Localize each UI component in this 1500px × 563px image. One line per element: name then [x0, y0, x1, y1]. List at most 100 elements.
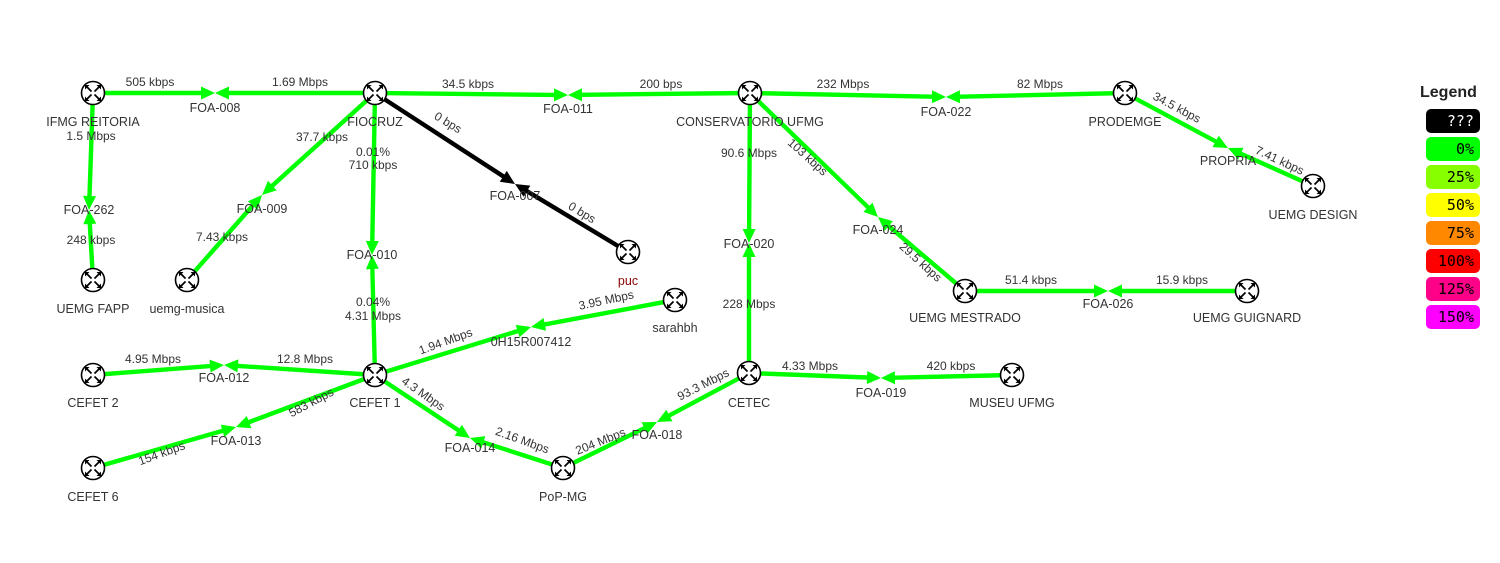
link-arrow-conserv-foa011[interactable]: [568, 88, 750, 102]
router-icon[interactable]: [362, 80, 388, 106]
node-label-foa010[interactable]: FOA-010: [347, 248, 398, 262]
node-label-fiocruz[interactable]: FIOCRUZ: [347, 115, 403, 129]
legend-title: Legend: [1420, 84, 1477, 101]
node-label-propria[interactable]: PROPRIA: [1200, 154, 1257, 168]
link-arrow-cefet1-foa014[interactable]: [373, 373, 470, 438]
node-label-foa026[interactable]: FOA-026: [1083, 297, 1134, 311]
node-label-oh15r[interactable]: 0H15R007412: [491, 335, 572, 349]
router-icon[interactable]: [1234, 278, 1260, 304]
link-arrow-puc-foa007[interactable]: [515, 184, 630, 254]
link-arrow-popmg-foa014[interactable]: [470, 436, 564, 471]
link-arrow-uemgmusica-foa009[interactable]: [185, 195, 262, 282]
link-rate-label: 2.16 Mbps: [494, 424, 551, 456]
link-rate-label: 0.04%: [356, 295, 390, 309]
router-icon[interactable]: [1300, 173, 1326, 199]
node-label-foa008[interactable]: FOA-008: [190, 101, 241, 115]
router-icon[interactable]: [952, 278, 978, 304]
router-icon[interactable]: [80, 362, 106, 388]
link-arrow-conserv-foa020[interactable]: [742, 93, 756, 243]
link-rate-label: 710 kbps: [349, 158, 398, 172]
link-arrow-conserv-foa024[interactable]: [748, 91, 879, 217]
router-icon[interactable]: [362, 362, 388, 388]
link-arrow-prodemge-propria[interactable]: [1124, 91, 1228, 148]
link-arrow-cefet1-foa013[interactable]: [236, 372, 376, 429]
router-icon[interactable]: [999, 362, 1025, 388]
link-arrow-cefet1-foa010[interactable]: [365, 255, 379, 376]
link-arrow-fiocruz-foa010[interactable]: [365, 93, 379, 255]
node-label-foa024[interactable]: FOA-024: [853, 223, 904, 237]
link-arrow-cetec-foa020[interactable]: [742, 243, 756, 373]
link-arrow-uemgfapp-foa262[interactable]: [83, 210, 97, 281]
node-label-cefet2[interactable]: CEFET 2: [67, 396, 118, 410]
router-icon[interactable]: [662, 287, 688, 313]
link-rate-label: 154 kbps: [136, 438, 187, 468]
node-label-foa013[interactable]: FOA-013: [211, 434, 262, 448]
node-label-foa019[interactable]: FOA-019: [856, 386, 907, 400]
node-label-uemgguignard[interactable]: UEMG GUIGNARD: [1193, 311, 1301, 325]
router-icon[interactable]: [80, 80, 106, 106]
node-label-uemgmusica[interactable]: uemg-musica: [149, 302, 224, 316]
link-rate-label: 200 bps: [640, 77, 683, 91]
link-arrow-sarahbh-oh15r[interactable]: [531, 297, 676, 331]
link-arrow-conserv-foa022[interactable]: [750, 90, 946, 104]
node-label-popmg[interactable]: PoP-MG: [539, 490, 587, 504]
link-arrow-museu-foa019[interactable]: [881, 371, 1013, 385]
node-label-conserv[interactable]: CONSERVATORIO UFMG: [676, 115, 824, 129]
legend-item: 0%: [1426, 137, 1480, 161]
link-arrow-popmg-foa018[interactable]: [562, 422, 657, 470]
node-label-foa020[interactable]: FOA-020: [724, 237, 775, 251]
legend-item: 150%: [1426, 305, 1480, 329]
node-label-foa262[interactable]: FOA-262: [64, 203, 115, 217]
router-icon[interactable]: [736, 360, 762, 386]
link-arrow-cefet1-foa012[interactable]: [224, 359, 376, 378]
node-label-uemgmestrado[interactable]: UEMG MESTRADO: [909, 311, 1021, 325]
legend-item: 50%: [1426, 193, 1480, 217]
node-label-prodemge[interactable]: PRODEMGE: [1089, 115, 1162, 129]
node-label-uemgdesign[interactable]: UEMG DESIGN: [1269, 208, 1358, 222]
router-icon[interactable]: [550, 455, 576, 481]
link-rate-label: 0.01%: [356, 145, 390, 159]
link-arrow-fiocruz-foa007[interactable]: [373, 91, 515, 184]
node-label-foa018[interactable]: FOA-018: [632, 428, 683, 442]
link-arrow-cefet1-oh15r[interactable]: [374, 324, 531, 378]
link-rate-label: 1.5 Mbps: [66, 129, 115, 143]
link-arrow-cefet2-foa012[interactable]: [92, 359, 224, 378]
node-label-cefet1[interactable]: CEFET 1: [349, 396, 400, 410]
router-icon[interactable]: [80, 267, 106, 293]
router-icon[interactable]: [80, 455, 106, 481]
node-label-puc[interactable]: puc: [618, 274, 638, 288]
link-arrow-uemgmestrado-foa026[interactable]: [965, 284, 1108, 298]
link-arrow-ifmg-foa262[interactable]: [83, 92, 96, 210]
node-label-foa009[interactable]: FOA-009: [237, 202, 288, 216]
link-arrow-cetec-foa019[interactable]: [748, 370, 881, 384]
node-label-sarahbh[interactable]: sarahbh: [652, 321, 697, 335]
node-label-foa022[interactable]: FOA-022: [921, 105, 972, 119]
router-icon[interactable]: [174, 267, 200, 293]
link-arrow-cefet6-foa013[interactable]: [92, 424, 237, 471]
node-label-uemgfapp[interactable]: UEMG FAPP: [57, 302, 130, 316]
node-label-foa014[interactable]: FOA-014: [445, 441, 496, 455]
node-label-cetec[interactable]: CETEC: [728, 396, 770, 410]
node-label-cefet6[interactable]: CEFET 6: [67, 490, 118, 504]
link-arrow-prodemge-foa022[interactable]: [946, 90, 1125, 104]
link-arrow-uemgguignard-foa026[interactable]: [1108, 284, 1247, 298]
router-icon[interactable]: [1112, 80, 1138, 106]
link-arrow-fiocruz-foa009[interactable]: [262, 91, 377, 195]
router-icon[interactable]: [737, 80, 763, 106]
link-rate-label: 583 kbps: [286, 385, 336, 420]
link-arrow-cetec-foa018[interactable]: [657, 371, 750, 422]
link-arrow-uemgdesign-propria[interactable]: [1228, 147, 1314, 188]
node-label-foa007[interactable]: FOA-007: [490, 189, 541, 203]
node-label-museu[interactable]: MUSEU UFMG: [969, 396, 1054, 410]
node-label-ifmg[interactable]: IFMG REITORIA: [46, 115, 140, 129]
link-arrow-fiocruz-foa008[interactable]: [215, 86, 375, 100]
router-icon[interactable]: [615, 239, 641, 265]
link-arrow-fiocruz-foa011[interactable]: [375, 88, 568, 102]
node-label-foa012[interactable]: FOA-012: [199, 371, 250, 385]
link-arrow-ifmg-foa008[interactable]: [93, 86, 215, 100]
node-label-foa011[interactable]: FOA-011: [543, 102, 593, 116]
link-arrow-uemgmestrado-foa024[interactable]: [878, 217, 967, 293]
